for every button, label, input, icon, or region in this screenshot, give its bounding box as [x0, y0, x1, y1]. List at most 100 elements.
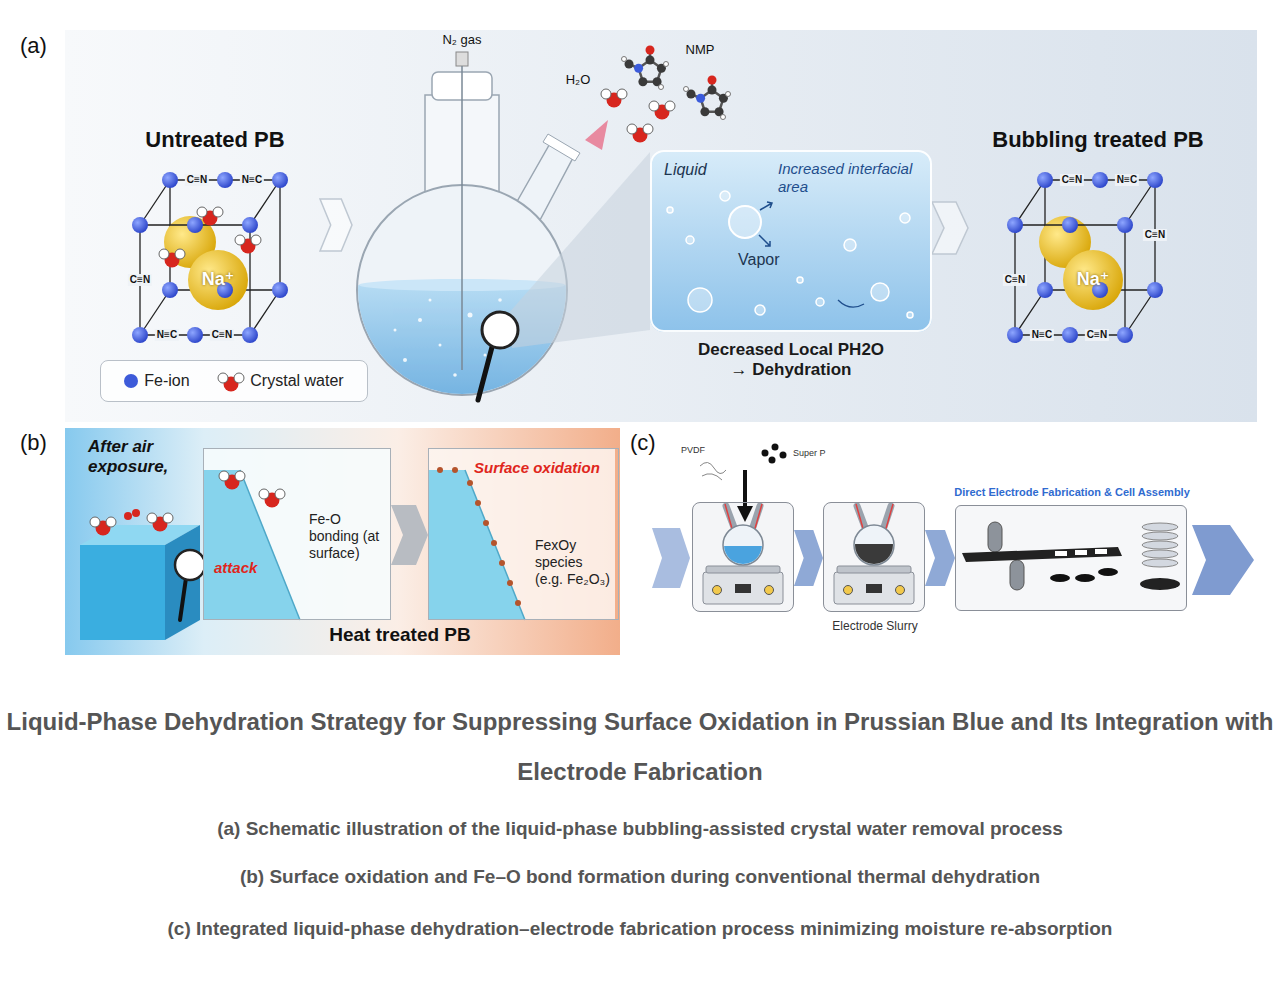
process-drawing	[850, 544, 900, 571]
surface-zoom-oxidized	[499, 560, 505, 566]
node-text: Increased interfacial area	[778, 160, 918, 196]
legend-text: Fe-ion	[144, 372, 189, 390]
node-box: Electrode Slurry	[823, 502, 925, 612]
molecules	[585, 120, 608, 150]
process-drawing	[1055, 549, 1107, 556]
crystal-untreated	[197, 207, 223, 226]
flow-chevron	[794, 530, 823, 586]
surface-zoom-oxidized	[428, 448, 615, 620]
surface-zoom-oxidized	[452, 467, 458, 473]
flask-drawing	[456, 52, 468, 66]
process-drawing	[762, 450, 769, 457]
process-drawing	[720, 546, 770, 571]
legend-box: Fe-ionCrystal water	[100, 360, 368, 402]
process-drawing	[1142, 559, 1178, 567]
surface-zoom-oxidized	[428, 470, 525, 620]
crystal-untreated	[132, 172, 288, 343]
label-text: C≡N	[185, 174, 209, 186]
molecules	[649, 101, 675, 120]
cube-drawing	[175, 550, 205, 580]
process-drawing	[1050, 574, 1070, 582]
process-drawing	[1075, 550, 1087, 555]
node-box: Bubbling treated PB	[968, 122, 1228, 352]
cube-drawing	[80, 509, 205, 640]
process-drawing	[1095, 549, 1107, 554]
zoom-wedge	[508, 152, 650, 348]
surface-zoom-oxidized	[437, 467, 521, 606]
liquid-zoom	[838, 300, 864, 307]
process-drawing	[720, 546, 770, 571]
node-text: Bubbling treated PB	[968, 127, 1228, 153]
process-drawing	[754, 504, 762, 532]
liquid-zoom	[760, 202, 772, 210]
node-box: Direct Electrode Fabrication & Cell Asse…	[955, 505, 1187, 611]
flask-drawing	[484, 354, 487, 357]
flask-drawing	[394, 329, 397, 332]
label-text: N≡C	[240, 174, 264, 186]
zoom-wedge	[508, 152, 650, 348]
process-drawing	[1055, 551, 1067, 556]
label-text: After air exposure,	[88, 437, 213, 478]
molecules	[601, 89, 627, 108]
process-drawing	[1075, 574, 1095, 582]
label-text: (c) Integrated liquid-phase dehydration–…	[0, 918, 1280, 941]
panel-backgrounds	[625, 428, 1257, 655]
liquid-zoom	[667, 191, 913, 318]
process-drawing	[1142, 532, 1178, 540]
surface-zoom-oxidized	[428, 448, 615, 620]
surface-zoom-attack	[219, 471, 245, 490]
panel-backgrounds	[65, 30, 1257, 422]
molecules	[585, 46, 731, 151]
liquid-zoom	[688, 288, 712, 312]
liquid-zoom	[844, 239, 856, 251]
flask-drawing	[498, 298, 502, 302]
node-box: Untreated PB	[110, 122, 320, 352]
process-drawing	[850, 544, 900, 571]
process-drawing	[955, 505, 1187, 611]
surface-zoom-attack	[240, 470, 300, 620]
panel-label: (c)	[630, 430, 656, 456]
cube-drawing	[80, 545, 165, 640]
process-drawing	[823, 502, 925, 612]
node-box: PVDFSuper P	[692, 502, 794, 612]
process-drawing	[652, 528, 690, 588]
figure-title: Liquid-Phase Dehydration Strategy for Su…	[0, 697, 1280, 797]
node-text: FexOy species (e.g. Fe₂O₃)	[535, 537, 613, 587]
label-text: NMP	[686, 42, 715, 58]
liquid-zoom	[755, 305, 765, 315]
liquid-zoom	[816, 298, 824, 306]
surface-zoom-oxidized	[467, 480, 473, 486]
process-drawing	[1142, 523, 1178, 531]
node-text: Fe-O bonding (at surface)	[309, 511, 385, 561]
surface-zoom-oxidized	[437, 467, 443, 473]
node-box: Surface oxidationFexOy species (e.g. Fe₂…	[428, 448, 619, 620]
process-drawing	[780, 452, 787, 459]
flask-drawing	[468, 313, 473, 318]
surface-zoom-oxidized	[475, 500, 481, 506]
label-text: C≡N	[128, 274, 152, 286]
flask-drawing	[350, 52, 580, 405]
node-text: Liquid	[664, 160, 707, 179]
liquid-zoom	[907, 312, 913, 318]
flask-drawing	[543, 134, 580, 161]
label-text: C≡N	[1003, 274, 1027, 286]
process-drawing	[988, 522, 1002, 552]
surface-zoom-attack	[203, 448, 390, 620]
liquid-zoom	[720, 191, 730, 201]
node-text: N₂ gas	[422, 32, 502, 48]
crystal-untreated	[132, 172, 288, 343]
molecules	[622, 46, 669, 90]
molecules	[627, 124, 653, 143]
node-text: Vapor	[738, 250, 780, 269]
label-text: N≡C	[155, 329, 179, 341]
panel-box: (c) PVDFSuper P Electrode Slurry Direct Ele…	[625, 425, 1258, 660]
surface-zoom-oxidized	[491, 540, 497, 546]
cube-drawing	[90, 517, 116, 536]
process-drawing	[1142, 523, 1178, 567]
flask-drawing	[453, 373, 457, 377]
process-drawing	[885, 504, 893, 532]
label-text: H₂O	[566, 72, 591, 88]
label-text: C≡N	[1085, 329, 1109, 341]
node-text: Decreased Local PH2O → Dehydration	[691, 340, 891, 381]
